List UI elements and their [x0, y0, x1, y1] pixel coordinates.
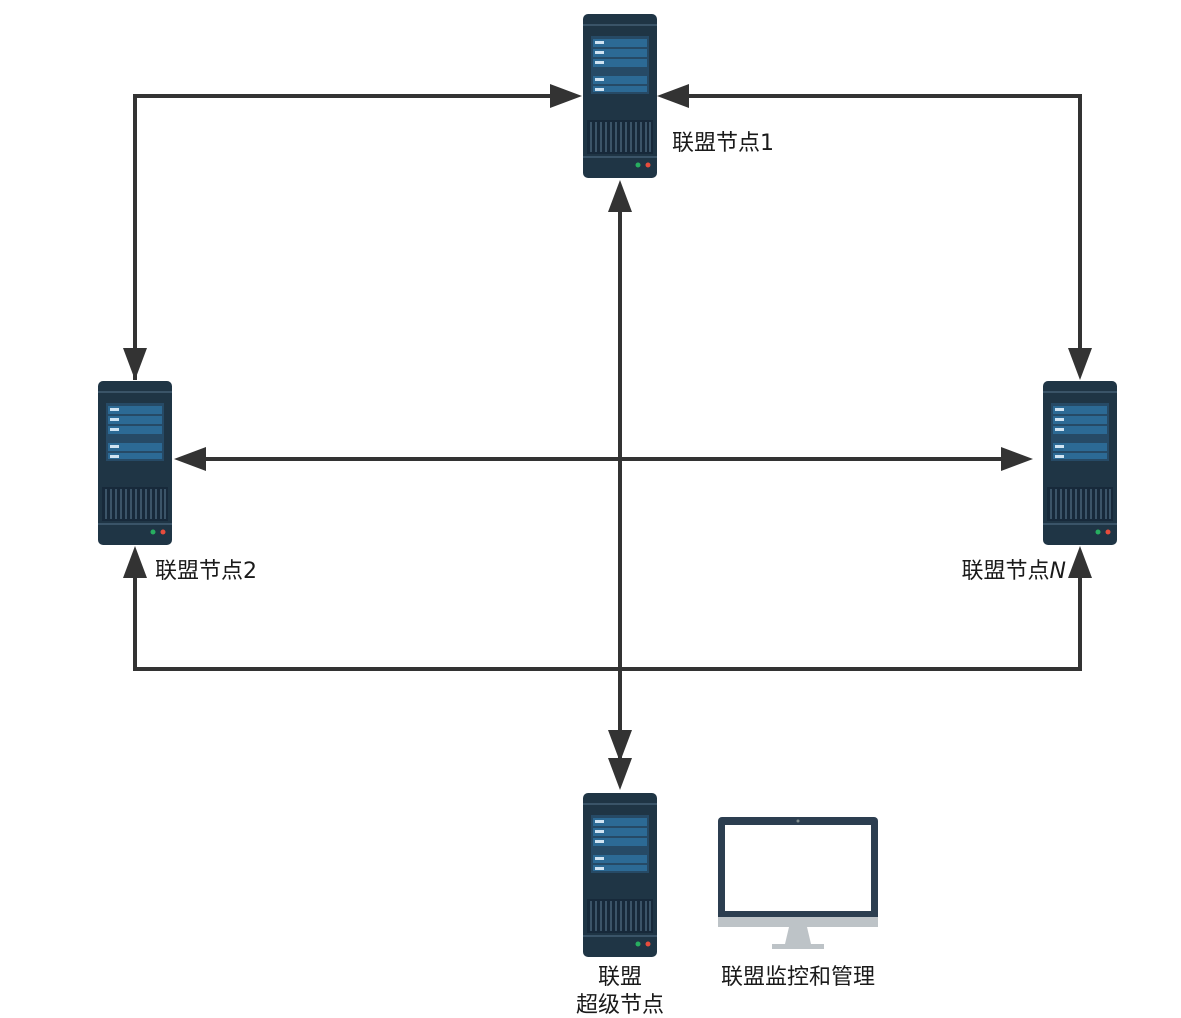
arrowhead-supernode-top-2: [608, 730, 632, 762]
monitor-icon: [718, 817, 878, 949]
server-icon: [583, 14, 657, 178]
connections: [123, 84, 1092, 790]
node2[interactable]: 联盟节点2: [98, 381, 257, 584]
server-icon: [1043, 381, 1117, 545]
link-node2-node1: [133, 94, 560, 380]
arrowhead-nodeN-bottom: [1068, 546, 1092, 578]
node2-label: 联盟节点2: [155, 559, 257, 584]
super-node[interactable]: 联盟 超级节点: [576, 793, 664, 1018]
arrowhead-supernode-top: [608, 758, 632, 790]
arrowhead-nodeN-left: [1001, 447, 1033, 471]
node1[interactable]: 联盟节点1: [583, 14, 774, 178]
arrowhead-node2-bottom: [123, 546, 147, 578]
arrowhead-node1-right: [657, 84, 689, 108]
server-icon: [98, 381, 172, 545]
nodeN-label-suffix: N: [1050, 559, 1066, 584]
link-node1-nodeN: [680, 94, 1082, 360]
monitor-label: 联盟监控和管理: [721, 965, 875, 990]
nodeN-label: 联盟节点N: [962, 559, 1066, 584]
link-node2-nodeN-bottom: [133, 570, 1082, 671]
super-node-label-line1: 联盟: [598, 965, 642, 990]
arrowhead-node1-left: [550, 84, 582, 108]
super-node-label-line2: 超级节点: [576, 993, 664, 1018]
arrowhead-node2-right: [174, 447, 206, 471]
arrowhead-nodeN-top: [1068, 348, 1092, 380]
arrowhead-node1-bottom: [608, 180, 632, 212]
server-icon: [583, 793, 657, 957]
node1-label: 联盟节点1: [672, 131, 774, 156]
arrowhead-node2-top: [123, 348, 147, 380]
monitor[interactable]: 联盟监控和管理: [718, 817, 878, 990]
nodeN[interactable]: 联盟节点N: [962, 381, 1117, 584]
nodeN-label-prefix: 联盟节点: [962, 559, 1050, 584]
